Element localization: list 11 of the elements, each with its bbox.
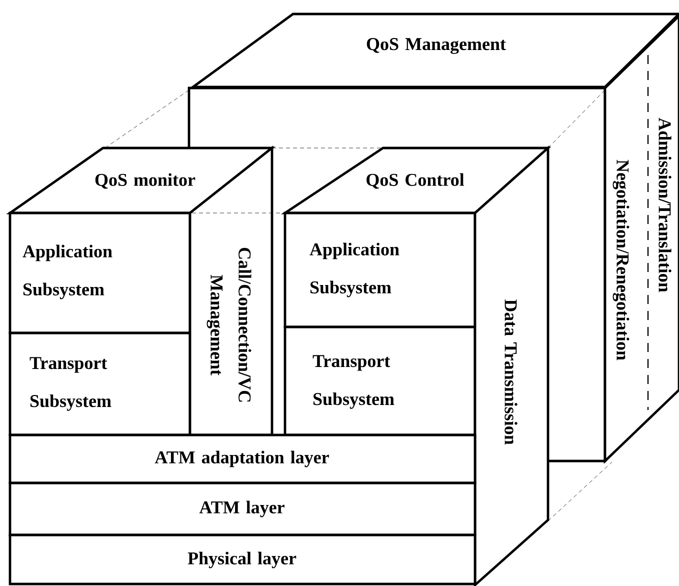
node-label: Data Transmission [504,299,518,445]
node-label: Admission/Translation [658,118,672,292]
node-label: Negotiation/Renegotiation [612,160,630,360]
side-face: Data Transmission [474,145,550,586]
subsystem-box: Application Subsystem [8,212,192,334]
subsystem-box: Application Subsystem [284,212,476,328]
subsystem-box: Transport Subsystem [8,332,192,436]
subsystem-box: Transport Subsystem [284,326,476,436]
layer-box: ATM adaptation layer [8,434,476,484]
layer-box: ATM layer [8,482,476,536]
layer-box: Physical layer [8,534,476,586]
